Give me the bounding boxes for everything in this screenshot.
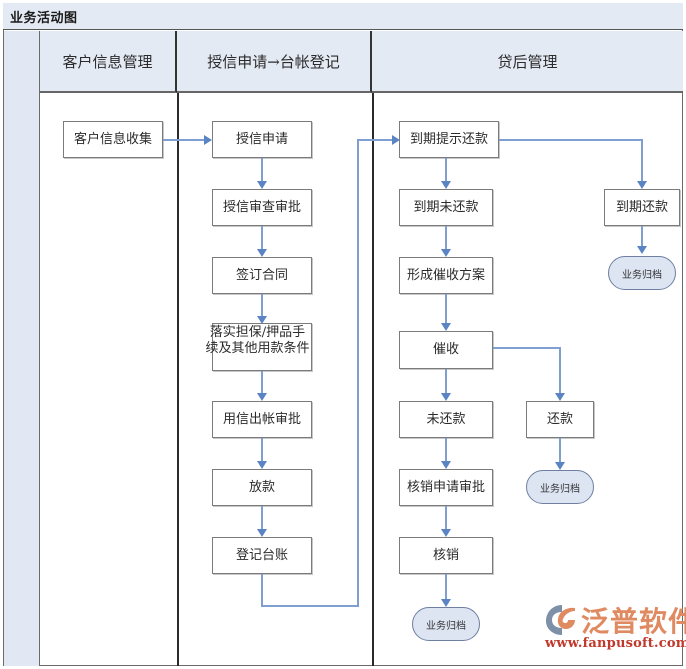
arrowhead-due-repaid-to-archive — [637, 246, 647, 254]
connector-due-remind-right — [499, 139, 643, 141]
arrowhead-loan-approval-to-disburse — [257, 461, 267, 469]
node-credit-apply[interactable]: 授信申请 — [212, 121, 312, 158]
node-customer-collect[interactable]: 客户信息收集 — [63, 121, 163, 158]
left-rail — [4, 31, 40, 666]
connector-collection-to-unpaid — [445, 369, 447, 393]
node-writeoff[interactable]: 核销 — [399, 537, 493, 574]
brand-url: www.fanpusoft.com — [545, 636, 686, 651]
terminator-archive-2[interactable]: 业务归档 — [526, 470, 594, 504]
connector-due-repaid-down — [641, 139, 643, 181]
connector-repaid-to-archive — [559, 438, 561, 462]
page-title: 业务活动图 — [10, 11, 78, 26]
column-header-post-loan: 贷后管理 — [372, 31, 683, 93]
terminator-archive-3[interactable]: 业务归档 — [412, 607, 480, 641]
connector-loan-approval-to-disburse — [261, 438, 263, 461]
connector-ledger-up — [357, 139, 359, 607]
arrowhead-repaid-to-archive — [555, 462, 565, 470]
title-bar: 业务活动图 — [3, 3, 683, 30]
node-sign-contract[interactable]: 签订合同 — [212, 257, 312, 294]
column-header-credit-application: 授信申请→台帐登记 — [177, 31, 372, 93]
node-due-unpaid[interactable]: 到期未还款 — [399, 189, 493, 226]
connector-collect-to-apply — [163, 139, 204, 141]
connector-ledger-right — [261, 605, 359, 607]
connector-writeoff-approval-to-writeoff — [445, 506, 447, 529]
connector-disburse-to-ledger — [261, 506, 263, 529]
arrowhead-unpaid-to-writeoff-approval — [441, 461, 451, 469]
lane-divider-2 — [372, 93, 374, 666]
fanpu-logo-icon — [545, 604, 579, 636]
arrowhead-collection-to-unpaid — [441, 393, 451, 401]
arrowhead-into-due-remind — [392, 135, 400, 145]
arrowhead-to-repaid — [555, 393, 565, 401]
node-register-ledger[interactable]: 登记台账 — [212, 537, 312, 574]
node-writeoff-approval[interactable]: 核销申请审批 — [399, 469, 493, 506]
terminator-archive-1[interactable]: 业务归档 — [608, 256, 676, 290]
connector-contract-to-guarantee — [261, 294, 263, 316]
node-repaid[interactable]: 还款 — [526, 401, 594, 438]
arrowhead-contract-to-guarantee — [257, 316, 267, 324]
arrowhead-review-to-contract — [257, 249, 267, 257]
connector-due-repaid-to-archive — [641, 226, 643, 246]
connector-unpaid-to-writeoff-approval — [445, 438, 447, 461]
arrowhead-due-remind-to-unpaid — [441, 181, 451, 189]
connector-collection-right — [493, 347, 561, 349]
connector-due-remind-to-unpaid — [445, 158, 447, 181]
arrowhead-plan-to-collection — [441, 323, 451, 331]
connector-plan-to-collection — [445, 294, 447, 323]
arrowhead-unpaid-to-plan — [441, 249, 451, 257]
connector-review-to-contract — [261, 226, 263, 249]
diagram-frame — [3, 3, 683, 666]
node-disburse[interactable]: 放款 — [212, 469, 312, 506]
connector-ledger-down — [261, 574, 263, 607]
node-credit-review[interactable]: 授信审查审批 — [212, 189, 312, 226]
node-due-remind[interactable]: 到期提示还款 — [399, 121, 499, 158]
brand-watermark: 泛普软件 www.fanpusoft.com — [545, 600, 686, 658]
node-collection[interactable]: 催收 — [399, 331, 493, 369]
node-unpaid[interactable]: 未还款 — [399, 401, 493, 438]
column-header-customer-info: 客户信息管理 — [40, 31, 177, 93]
brand-name: 泛普软件 — [581, 605, 686, 638]
connector-repaid-down — [559, 347, 561, 393]
arrowhead-guarantee-to-loan-approval — [257, 393, 267, 401]
arrowhead-writeoff-to-archive — [441, 599, 451, 607]
node-collection-plan[interactable]: 形成催收方案 — [399, 257, 493, 294]
connector-ledger-into-due-remind — [357, 139, 392, 141]
connector-writeoff-to-archive — [445, 574, 447, 599]
arrowhead-to-due-repaid — [637, 181, 647, 189]
connector-apply-to-review — [261, 158, 263, 181]
connector-guarantee-to-loan-approval — [261, 371, 263, 393]
arrowhead-disburse-to-ledger — [257, 529, 267, 537]
arrowhead-collect-to-apply — [204, 135, 212, 145]
lane-divider-1 — [177, 93, 179, 666]
node-guarantee[interactable]: 落实担保/押品手续及其他用款条件 — [205, 323, 312, 371]
node-guarantee-label: 落实担保/押品手续及其他用款条件 — [205, 325, 310, 356]
connector-unpaid-to-plan — [445, 226, 447, 249]
node-loan-approval[interactable]: 用信出帐审批 — [212, 401, 312, 438]
arrowhead-writeoff-approval-to-writeoff — [441, 529, 451, 537]
arrowhead-apply-to-review — [257, 181, 267, 189]
node-due-repaid[interactable]: 到期还款 — [604, 189, 680, 226]
